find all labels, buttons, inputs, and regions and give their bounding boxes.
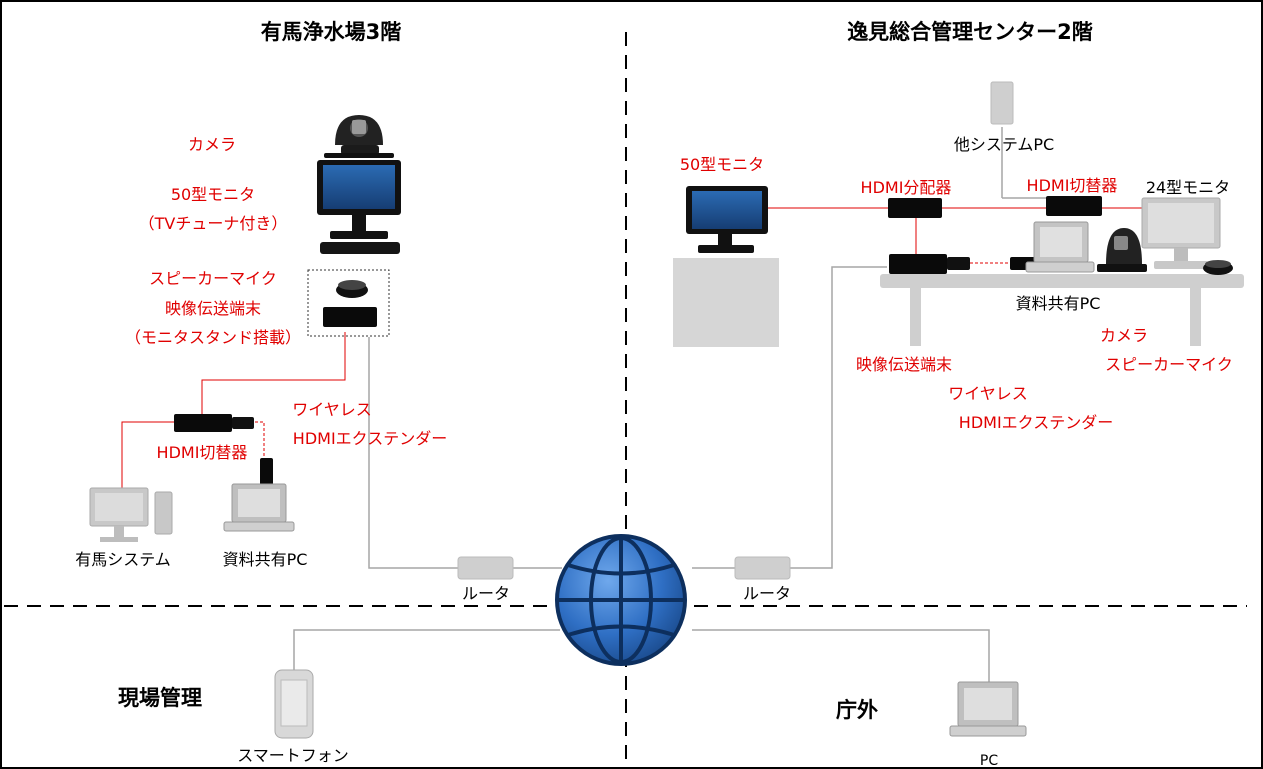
center-other-pc-icon: [990, 81, 1014, 125]
center-encoder-icon: [889, 254, 970, 274]
center-monitor50-icon: [686, 186, 768, 253]
center-other-pc-label: 他システムPC: [953, 135, 1055, 154]
arima-system-pc-icon: [89, 487, 173, 542]
arima-share-pc-label: 資料共有PC: [222, 550, 308, 569]
arima-stand-label: （モニタスタンド搭載）: [124, 328, 302, 347]
section-title-field: 現場管理: [118, 686, 202, 710]
center-switcher-icon: [1046, 196, 1102, 216]
center-splitter-label: HDMI分配器: [860, 178, 952, 197]
arima-speaker-label: スピーカーマイク: [149, 269, 277, 288]
arima-encoder-label: 映像伝送端末: [164, 299, 262, 318]
center-desk: [880, 274, 1244, 346]
arima-monitor-note: （TVチューナ付き）: [138, 214, 288, 233]
center-monitor50-label: 50型モニタ: [679, 155, 765, 174]
center-speaker-label: スピーカーマイク: [1105, 355, 1233, 374]
hdmi-cables: [121, 207, 1142, 489]
arima-switcher-icon: [174, 414, 254, 432]
center-router-icon: [734, 556, 791, 580]
arima-share-pc-icon: [223, 483, 295, 532]
section-title-center: 逸見総合管理センター2階: [847, 20, 1093, 44]
arima-system-pc-label: 有馬システム: [75, 550, 171, 569]
center-cabinet: [673, 258, 779, 347]
center-wireless-label: ワイヤレス: [948, 384, 1028, 403]
arima-switcher-label: HDMI切替器: [156, 443, 248, 462]
center-share-pc-icon: [1025, 221, 1095, 273]
smartphone-label: スマートフォン: [237, 746, 349, 765]
arima-encoder-icon: [323, 307, 377, 327]
internet-globe-icon: [555, 534, 687, 666]
arima-router-label: ルータ: [461, 584, 511, 603]
center-speaker-icon: [1203, 260, 1233, 275]
center-switcher-label: HDMI切替器: [1026, 176, 1118, 195]
center-share-pc-label: 資料共有PC: [1015, 294, 1101, 313]
center-monitor24-icon: [1141, 197, 1221, 269]
section-title-outside: 庁外: [836, 698, 878, 722]
arima-camera-label: カメラ: [187, 135, 237, 154]
center-monitor24-label: 24型モニタ: [1145, 178, 1231, 197]
center-router-label: ルータ: [742, 584, 792, 603]
smartphone-icon: [274, 669, 314, 739]
outside-pc-label: PC: [979, 753, 999, 769]
arima-monitor-icon: [317, 160, 401, 254]
center-camera-label: カメラ: [1099, 326, 1149, 345]
stand-box: [307, 269, 390, 337]
center-encoder-label: 映像伝送端末: [855, 355, 953, 374]
outside-pc-icon: [949, 681, 1027, 737]
center-camera-icon: [1097, 228, 1147, 272]
arima-router-icon: [457, 556, 514, 580]
arima-camera-icon: [324, 115, 394, 158]
arima-speaker-icon: [336, 280, 368, 298]
center-splitter-icon: [888, 198, 942, 218]
arima-monitor-label: 50型モニタ: [170, 185, 256, 204]
center-extender-label: HDMIエクステンダー: [958, 413, 1114, 432]
arima-wireless-label: ワイヤレス: [292, 400, 372, 419]
arima-wireless-rx-icon: [260, 458, 273, 485]
section-title-arima: 有馬浄水場3階: [260, 20, 402, 44]
arima-extender-label: HDMIエクステンダー: [292, 429, 448, 448]
